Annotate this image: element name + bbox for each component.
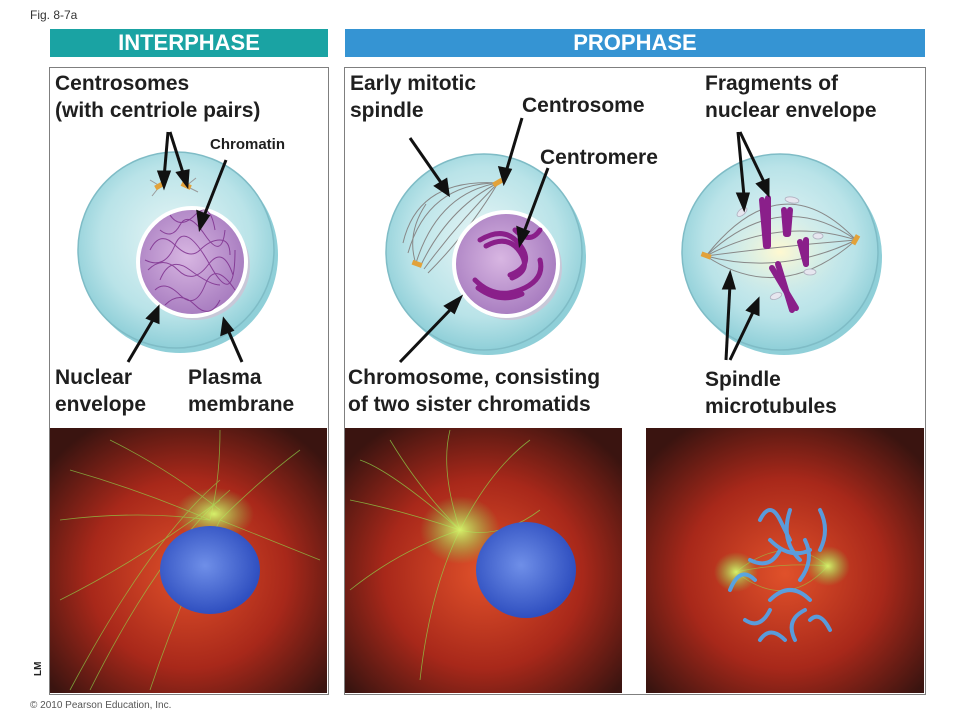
label-plasma-membrane: Plasma membrane xyxy=(188,366,295,416)
early-prophase-cell xyxy=(385,153,586,355)
copyright-notice: © 2010 Pearson Education, Inc. xyxy=(30,700,172,711)
micrograph-interphase xyxy=(50,428,327,693)
label-chromatin: Chromatin xyxy=(210,136,285,153)
micrograph-early-prophase xyxy=(345,428,622,693)
late-prophase-cell xyxy=(681,153,882,355)
label-fragments: Fragments of nuclear envelope xyxy=(705,72,877,122)
early-prophase-arrows xyxy=(398,117,550,364)
label-centrosomes: Centrosomes (with centriole pairs) xyxy=(55,72,261,122)
label-chromosome: Chromosome, consisting of two sister chr… xyxy=(348,366,601,416)
label-spindle-microtubules: Spindle microtubules xyxy=(705,368,837,418)
figure-label: Fig. 8-7a xyxy=(30,8,78,22)
interphase-cell xyxy=(77,151,278,353)
late-prophase-arrows xyxy=(721,131,770,361)
label-centromere: Centromere xyxy=(540,146,658,169)
micrograph-tag: LM xyxy=(33,661,44,676)
label-nuclear-envelope: Nuclear envelope xyxy=(55,366,147,416)
label-early-spindle: Early mitotic spindle xyxy=(350,72,477,122)
interphase-arrows xyxy=(126,131,244,363)
prophase-header: PROPHASE xyxy=(345,29,925,57)
micrograph-late-prophase xyxy=(646,428,924,693)
interphase-header: INTERPHASE xyxy=(50,29,328,57)
label-centrosome: Centrosome xyxy=(522,94,645,117)
